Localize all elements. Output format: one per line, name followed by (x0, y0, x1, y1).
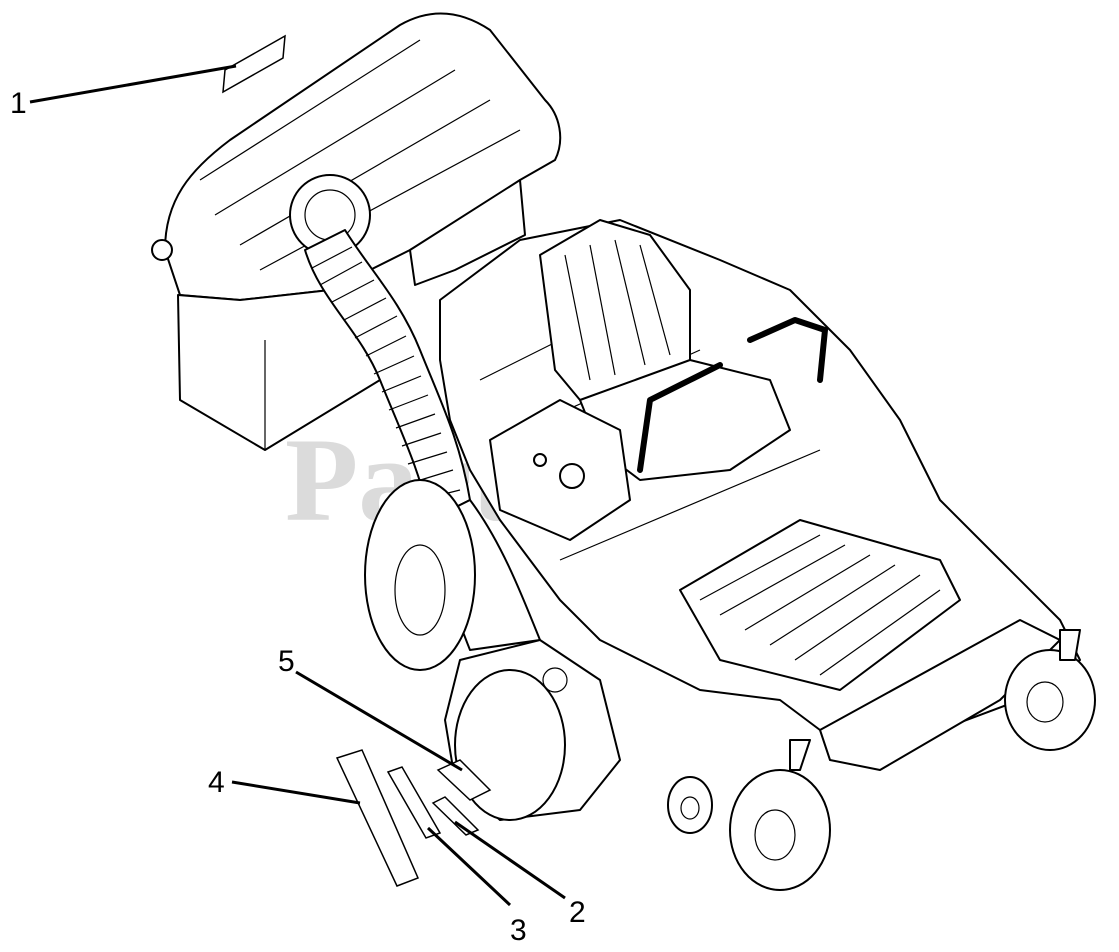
control-handle-right (747, 317, 828, 383)
decal-2 (431, 796, 480, 836)
callout-2: 2 (569, 896, 586, 929)
control-handle-left (637, 362, 723, 473)
callout-1: 1 (10, 87, 27, 120)
mower-body (439, 219, 1081, 771)
leader-4 (231, 780, 361, 805)
decal-1 (222, 34, 286, 94)
leader-3 (426, 826, 512, 907)
bagger-side-bin (409, 179, 526, 286)
caster-wheel-right (1004, 629, 1096, 751)
rear-tire (364, 479, 476, 671)
leader-1 (29, 64, 237, 104)
bagger-lid (164, 12, 562, 301)
leader-5 (295, 670, 463, 772)
decal-4 (335, 749, 420, 887)
small-wheel (667, 776, 713, 834)
decal-3 (386, 766, 442, 839)
front-bumper (819, 619, 1061, 771)
callout-labels: 1 2 3 4 5 (10, 87, 586, 947)
leader-2 (454, 820, 566, 900)
leader-lines (29, 64, 566, 907)
bagger-assembly (151, 12, 562, 451)
caster-wheel-front (729, 739, 831, 891)
footrest (679, 519, 961, 691)
callout-4: 4 (208, 766, 225, 799)
control-console (489, 399, 631, 541)
callout-5: 5 (278, 645, 295, 678)
callout-3: 3 (510, 914, 527, 947)
